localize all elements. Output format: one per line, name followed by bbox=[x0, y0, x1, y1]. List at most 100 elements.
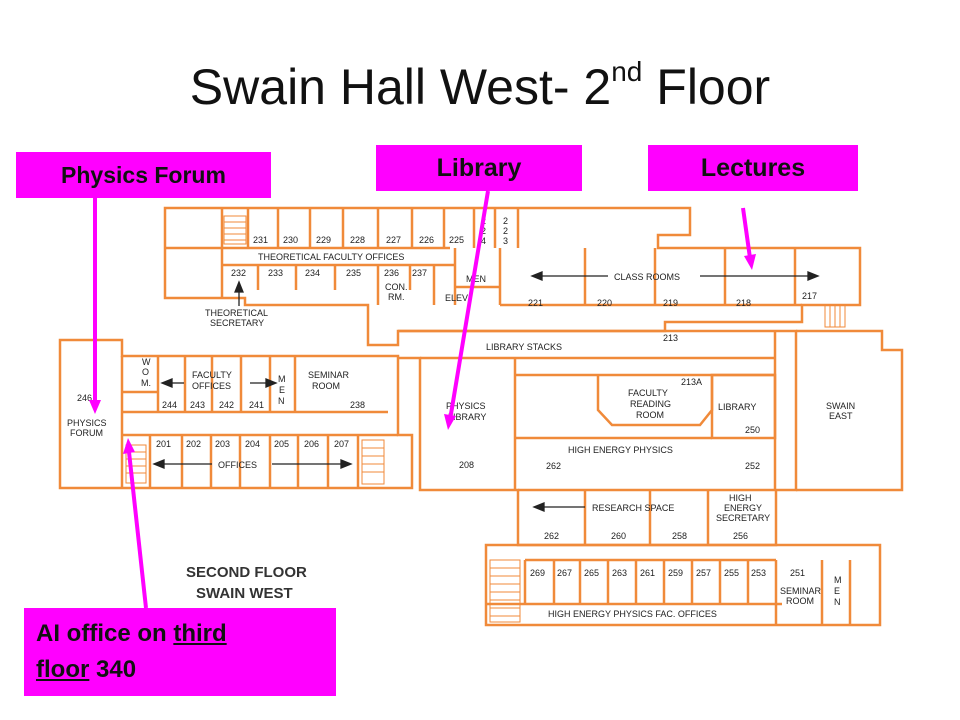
room-223-digit: 3 bbox=[503, 236, 508, 246]
label-secretary: SECRETARY bbox=[210, 318, 264, 328]
label-men-mid-n: N bbox=[278, 396, 285, 406]
room-205: 205 bbox=[274, 439, 289, 449]
callout-physics-forum: Physics Forum bbox=[16, 152, 271, 198]
room-255: 255 bbox=[724, 568, 739, 578]
label-offices: OFFICES bbox=[192, 381, 231, 391]
label-men-mid-m: M bbox=[278, 374, 286, 384]
room-228: 228 bbox=[350, 235, 365, 245]
room-257: 257 bbox=[696, 568, 711, 578]
plan-caption-line1: SECOND FLOOR bbox=[186, 564, 307, 581]
label-physics-library-2: LIBRARY bbox=[448, 412, 486, 422]
room-244: 244 bbox=[162, 400, 177, 410]
label-theoretical-faculty-offices: THEORETICAL FACULTY OFFICES bbox=[258, 252, 404, 262]
room-252: 252 bbox=[745, 461, 760, 471]
label-physics-library-1: PHYSICS bbox=[446, 401, 486, 411]
label-secretary-hep: SECRETARY bbox=[716, 513, 770, 523]
label-physics-forum-2: FORUM bbox=[70, 428, 103, 438]
room-260: 260 bbox=[611, 531, 626, 541]
label-offices-row: OFFICES bbox=[218, 460, 257, 470]
label-class-rooms: CLASS ROOMS bbox=[614, 272, 680, 282]
label-energy: ENERGY bbox=[724, 503, 762, 513]
room-262-upper: 262 bbox=[546, 461, 561, 471]
label-seminar-south: SEMINAR bbox=[780, 586, 822, 596]
plan-caption-line2: SWAIN WEST bbox=[196, 585, 293, 602]
room-262: 262 bbox=[544, 531, 559, 541]
label-m: M. bbox=[141, 378, 151, 388]
room-226: 226 bbox=[419, 235, 434, 245]
room-235: 235 bbox=[346, 268, 361, 278]
room-202: 202 bbox=[186, 439, 201, 449]
page-title: Swain Hall West- 2nd Floor bbox=[189, 56, 771, 115]
label-physics-forum-1: PHYSICS bbox=[67, 418, 107, 428]
label-con: CON. bbox=[385, 282, 408, 292]
room-207: 207 bbox=[334, 439, 349, 449]
label-library-stacks: LIBRARY STACKS bbox=[486, 342, 562, 352]
label-men-south-m: M bbox=[834, 575, 842, 585]
room-230: 230 bbox=[283, 235, 298, 245]
room-224-digit: 4 bbox=[481, 236, 486, 246]
room-265: 265 bbox=[584, 568, 599, 578]
room-250: 250 bbox=[745, 425, 760, 435]
room-225: 225 bbox=[449, 235, 464, 245]
room-253: 253 bbox=[751, 568, 766, 578]
label-o: O bbox=[142, 367, 149, 377]
label-men-mid-e: E bbox=[279, 385, 285, 395]
label-hep-fac-offices: HIGH ENERGY PHYSICS FAC. OFFICES bbox=[548, 609, 717, 619]
room-263: 263 bbox=[612, 568, 627, 578]
room-269: 269 bbox=[530, 568, 545, 578]
room-238: 238 bbox=[350, 400, 365, 410]
room-256: 256 bbox=[733, 531, 748, 541]
callout-arrows bbox=[89, 190, 756, 609]
room-223-digit: 2 bbox=[503, 226, 508, 236]
label-men-top: MEN bbox=[466, 274, 486, 284]
plan-direction-arrows bbox=[152, 271, 820, 512]
label-theoretical: THEORETICAL bbox=[205, 308, 268, 318]
plan-labels: 231 230 229 228 227 226 225 2 2 4 2 2 3 … bbox=[67, 216, 855, 619]
room-218: 218 bbox=[736, 298, 751, 308]
label-high-energy-physics: HIGH ENERGY PHYSICS bbox=[568, 445, 673, 455]
room-204: 204 bbox=[245, 439, 260, 449]
room-229: 229 bbox=[316, 235, 331, 245]
room-242: 242 bbox=[219, 400, 234, 410]
room-201: 201 bbox=[156, 439, 171, 449]
room-233: 233 bbox=[268, 268, 283, 278]
plan-walls bbox=[58, 206, 904, 627]
label-men-south-e: E bbox=[834, 586, 840, 596]
room-219: 219 bbox=[663, 298, 678, 308]
label-research-space: RESEARCH SPACE bbox=[592, 503, 674, 513]
label-room-south: ROOM bbox=[786, 596, 814, 606]
room-243: 243 bbox=[190, 400, 205, 410]
room-224-digit: 2 bbox=[481, 226, 486, 236]
room-203: 203 bbox=[215, 439, 230, 449]
label-w: W bbox=[142, 357, 151, 367]
room-223-digit: 2 bbox=[503, 216, 508, 226]
room-213: 213 bbox=[663, 333, 678, 343]
callout-library: Library bbox=[376, 145, 582, 191]
label-high: HIGH bbox=[729, 493, 752, 503]
room-236: 236 bbox=[384, 268, 399, 278]
room-234: 234 bbox=[305, 268, 320, 278]
room-217: 217 bbox=[802, 291, 817, 301]
room-231: 231 bbox=[253, 235, 268, 245]
room-241: 241 bbox=[249, 400, 264, 410]
room-213a: 213A bbox=[681, 377, 702, 387]
room-232: 232 bbox=[231, 268, 246, 278]
room-227: 227 bbox=[386, 235, 401, 245]
room-267: 267 bbox=[557, 568, 572, 578]
room-251: 251 bbox=[790, 568, 805, 578]
label-men-south-n: N bbox=[834, 597, 841, 607]
room-221: 221 bbox=[528, 298, 543, 308]
room-258: 258 bbox=[672, 531, 687, 541]
label-elev: ELEV. bbox=[445, 293, 470, 303]
label-rm: RM. bbox=[388, 292, 405, 302]
label-room: ROOM bbox=[312, 381, 340, 391]
label-library-room: LIBRARY bbox=[718, 402, 756, 412]
label-reading: READING bbox=[630, 399, 671, 409]
label-swain: SWAIN bbox=[826, 401, 855, 411]
room-237: 237 bbox=[412, 268, 427, 278]
label-faculty: FACULTY bbox=[192, 370, 232, 380]
label-east: EAST bbox=[829, 411, 853, 421]
room-208: 208 bbox=[459, 460, 474, 470]
